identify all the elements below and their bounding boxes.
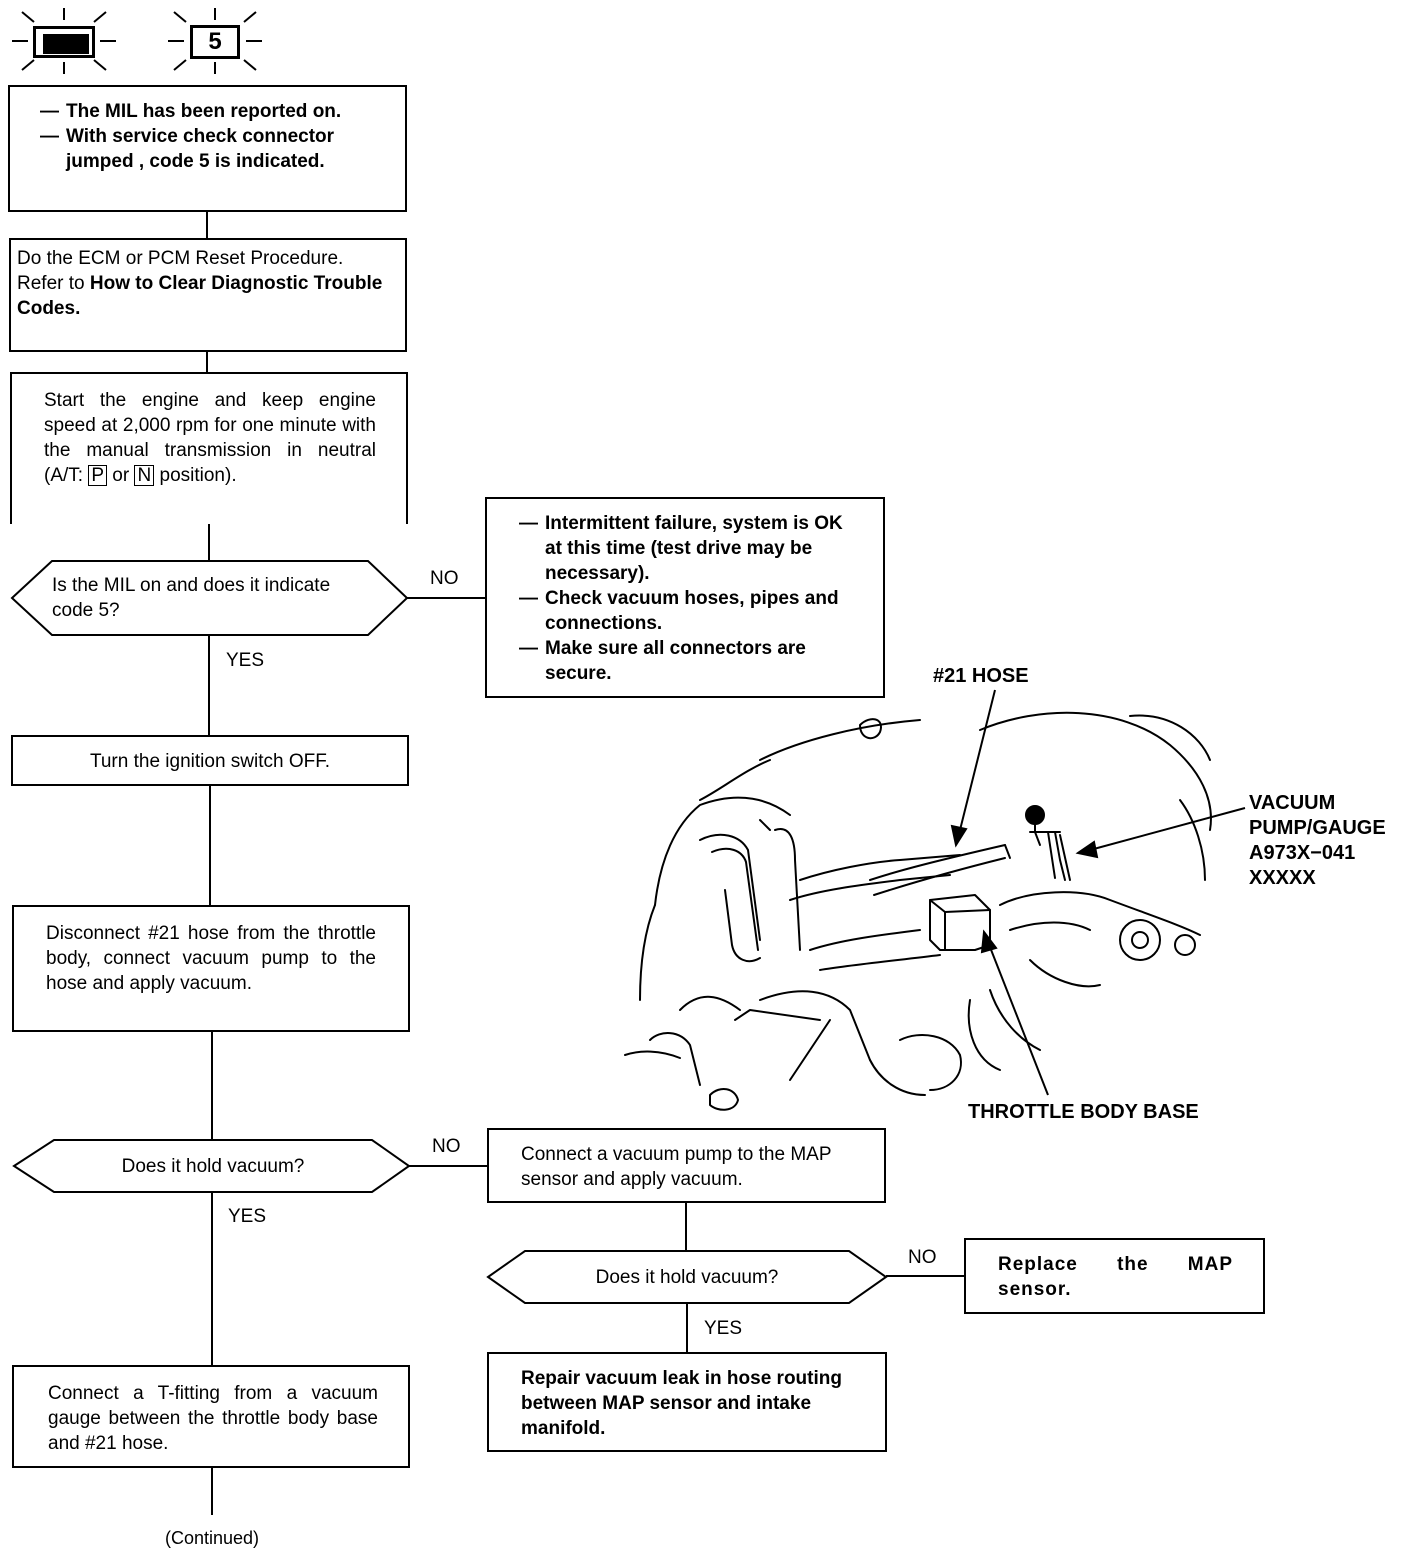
intermittent-failure-box: —Intermittent failure, system is OK at t… [485, 497, 885, 698]
start-text-end: position). [154, 465, 237, 486]
disconnect-text: Disconnect #21 hose from the throttle bo… [46, 923, 376, 994]
pump-label-line: XXXXX [1249, 867, 1316, 889]
header-icons [12, 8, 262, 74]
reset-refer: Refer to [17, 273, 90, 294]
code-label: 5 [208, 28, 222, 55]
replace-map-box: Replace the MAP sensor. [964, 1238, 1265, 1314]
connect-map-text: Connect a vacuum pump to the MAP sensor … [521, 1144, 832, 1190]
ignition-text: Turn the ignition switch OFF. [89, 751, 331, 772]
throttle-body-callout: THROTTLE BODY BASE [968, 1101, 1199, 1123]
key-n: N [134, 465, 155, 486]
decision-hold2-shape [486, 1250, 888, 1304]
pump-label-line: PUMP/GAUGE [1249, 817, 1386, 839]
pump-label-line: VACUUM [1249, 792, 1336, 814]
no-label-1: NO [430, 568, 459, 589]
no-label-2: NO [432, 1136, 461, 1157]
connect-map-box: Connect a vacuum pump to the MAP sensor … [487, 1128, 886, 1203]
intermittent-item: —Check vacuum hoses, pipes and connectio… [519, 588, 839, 634]
start-or: or [107, 465, 135, 486]
t-fitting-box: Connect a T-fitting from a vacuum gauge … [12, 1365, 410, 1468]
symptom-item: —With service check connector jumped , c… [40, 126, 335, 172]
decision-hold2-text: Does it hold vacuum? [595, 1267, 779, 1288]
code-5-indicator: 5 [190, 25, 240, 59]
reset-procedure-box: Do the ECM or PCM Reset Procedure. Refer… [9, 238, 407, 352]
intermittent-item: —Make sure all connectors are secure. [519, 638, 806, 684]
symptoms-box: —The MIL has been reported on. —With ser… [8, 85, 407, 212]
reset-line: Do the ECM or PCM Reset Procedure. [17, 248, 344, 269]
replace-map-text: Replace the MAP sensor. [998, 1254, 1233, 1300]
repair-text: Repair vacuum leak in hose routing betwe… [521, 1368, 842, 1439]
start-engine-box: Start the engine and keep engine speed a… [10, 372, 408, 524]
decision-hold1-shape [12, 1139, 411, 1193]
decision-mil-shape [10, 560, 409, 636]
start-text: Start the engine and keep engine speed a… [44, 390, 376, 486]
repair-leak-box: Repair vacuum leak in hose routing betwe… [487, 1352, 887, 1452]
symptom-item: —The MIL has been reported on. [40, 101, 342, 122]
no-label-3: NO [908, 1247, 937, 1268]
disconnect-hose-box: Disconnect #21 hose from the throttle bo… [12, 905, 410, 1032]
continued-label: (Continued) [165, 1528, 260, 1548]
pump-label-line: A973X−041 [1249, 842, 1356, 864]
decision-hold1-text: Does it hold vacuum? [121, 1156, 305, 1177]
yes-label-3: YES [704, 1318, 743, 1339]
yes-label-2: YES [228, 1206, 267, 1227]
yes-label-1: YES [226, 650, 265, 671]
check-engine-icon [33, 26, 95, 58]
hose-21-callout: #21 HOSE [933, 665, 1029, 687]
reset-link-title: How to Clear Diagnostic Trouble Codes. [17, 273, 383, 319]
vacuum-pump-callout: VACUUM PUMP/GAUGE A973X−041 XXXXX [1249, 791, 1386, 891]
intermittent-item: —Intermittent failure, system is OK at t… [519, 513, 843, 584]
key-p: P [88, 465, 108, 486]
ignition-off-box: Turn the ignition switch OFF. [11, 735, 409, 786]
t-fitting-text: Connect a T-fitting from a vacuum gauge … [48, 1383, 378, 1454]
decision-mil-text: Is the MIL on and does it indicate code … [52, 575, 331, 621]
